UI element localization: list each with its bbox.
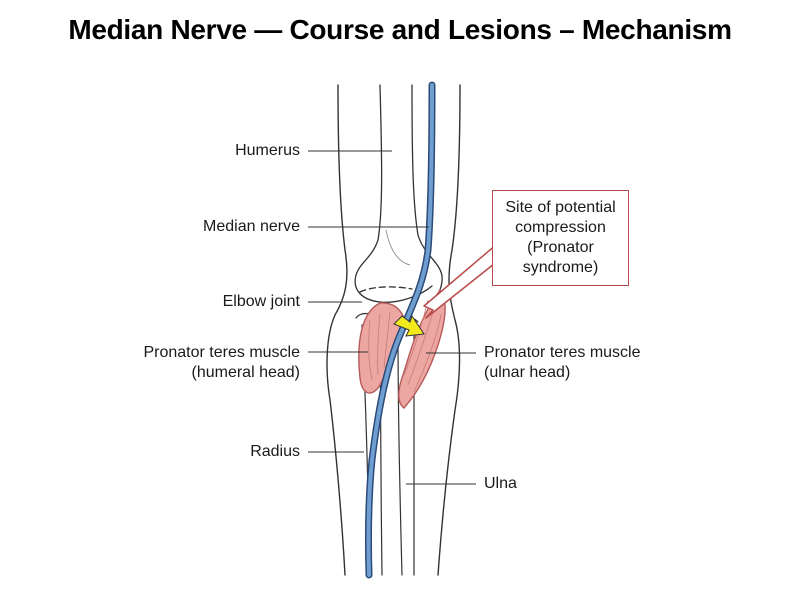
- label-ulna: Ulna: [484, 475, 517, 492]
- compression-site-callout: Site of potential compression (Pronator …: [492, 190, 629, 286]
- compression-arrow-icon: [393, 314, 425, 337]
- label-radius: Radius: [250, 443, 300, 460]
- humeral-head-fibers: [368, 311, 391, 381]
- callout-line1: Site of potential: [505, 199, 616, 216]
- label-pronator-humeral-line2: (humeral head): [191, 364, 301, 381]
- label-humerus: Humerus: [235, 142, 300, 159]
- label-pronator-ulnar-head: Pronator teres muscle (ulnar head): [484, 343, 641, 383]
- elbow-joint-line: [359, 286, 413, 293]
- label-pronator-ulnar-line2: (ulnar head): [484, 364, 571, 381]
- label-pronator-humeral-head: Pronator teres muscle (humeral head): [143, 343, 300, 383]
- label-pronator-humeral-line1: Pronator teres muscle: [143, 344, 300, 361]
- callout-line3: (Pronator: [527, 239, 594, 256]
- median-nerve-core: [366, 83, 434, 577]
- callout-line2: compression: [515, 219, 606, 236]
- arm-outline: [326, 84, 461, 576]
- callout-line4: syndrome): [522, 259, 599, 276]
- leader-lines: [308, 150, 476, 485]
- label-elbow-joint: Elbow joint: [222, 293, 300, 310]
- label-pronator-ulnar-line1: Pronator teres muscle: [484, 344, 641, 361]
- label-median-nerve: Median nerve: [203, 218, 300, 235]
- page-title: Median Nerve — Course and Lesions – Mech…: [68, 14, 732, 45]
